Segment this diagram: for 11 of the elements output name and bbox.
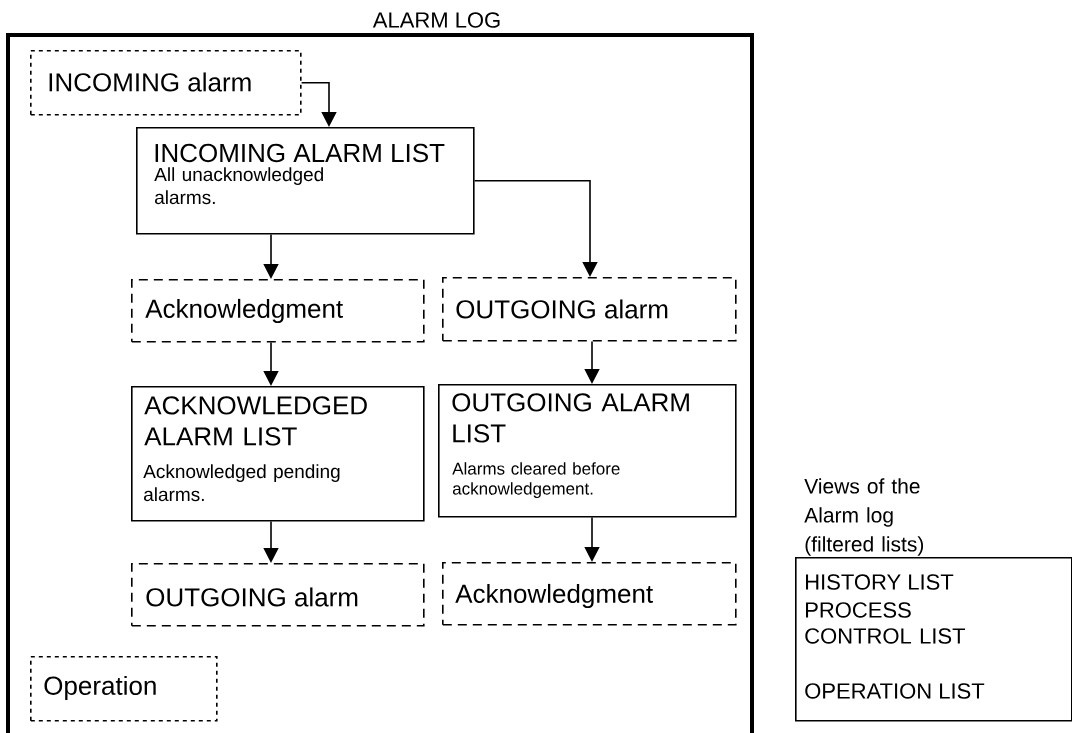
list-box: ACKNOWLEDGED ALARM LIST Acknowledged pending alarms.	[131, 386, 425, 522]
event-box: Acknowledgment	[442, 562, 737, 626]
event-box: OUTGOING alarm	[442, 277, 737, 342]
event-box: Operation	[30, 656, 218, 722]
list-box: OUTGOING ALARM LIST Alarms cleared before acknowledgement.	[438, 384, 737, 518]
event-box: Acknowledgment	[131, 279, 425, 343]
event-box: INCOMING alarm	[30, 50, 302, 116]
side-caption: Views of the Alarm log (filtered lists)	[804, 478, 924, 556]
list-box: INCOMING ALARM LIST All unacknowledged alarms.	[136, 127, 475, 235]
list-panel: HISTORY LIST PROCESS CONTROL LIST OPERATION LIST	[795, 557, 1072, 722]
event-box: OUTGOING alarm	[131, 563, 425, 627]
